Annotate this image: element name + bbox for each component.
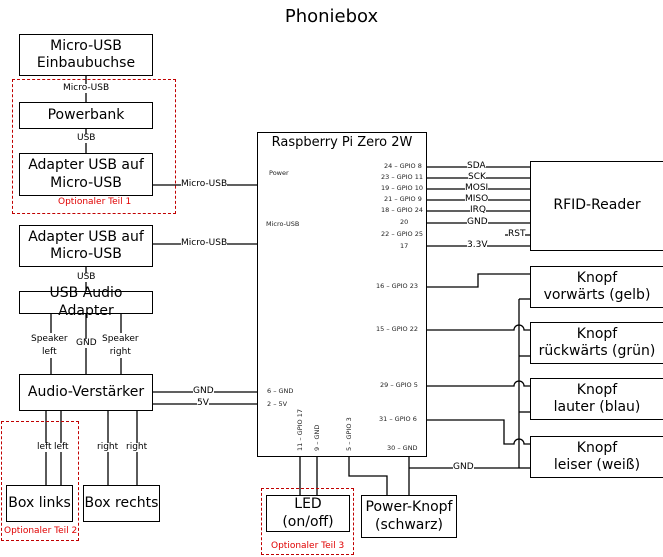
block-label: Adapter USB auf — [28, 228, 144, 245]
pin-31: 31 – GPIO 6 — [379, 415, 417, 423]
block-label: Box links — [8, 494, 71, 511]
wire-label-sda: SDA — [467, 161, 486, 171]
block-label: vorwärts (gelb) — [543, 287, 651, 303]
pin-9: 9 – GND — [313, 424, 321, 451]
pin-16: 16 – GPIO 23 — [376, 282, 418, 290]
label-line: right — [109, 346, 131, 357]
usb-audio-adapter-block: USB Audio Adapter — [19, 285, 153, 319]
block-label: Knopf — [576, 269, 618, 286]
pin-11: 11 – GPIO 17 — [296, 409, 304, 451]
wire-label-micro-usb-a2: Micro-USB — [181, 238, 228, 248]
block-label: rückwärts (grün) — [538, 343, 656, 359]
wire-label-gnd-rfid: GND — [467, 217, 488, 227]
block-label: Micro-USB — [50, 246, 122, 262]
pin-22: 22 – GPIO 25 — [381, 230, 423, 238]
wire-label-micro-usb-top: Micro-USB — [63, 83, 110, 93]
optional-region-2 — [1, 421, 79, 541]
wire-label-gnd-amp: GND — [193, 386, 214, 396]
wire-label-left1: left — [37, 442, 52, 452]
pin-23: 23 – GPIO 11 — [381, 173, 423, 181]
pin-power: Power — [269, 169, 289, 177]
optional-region-3 — [261, 488, 354, 555]
optional-label-1: Optionaler Teil 1 — [58, 197, 132, 207]
wire-label-gnd-buttons: GND — [453, 462, 474, 472]
wire-label-left2: left — [54, 442, 69, 452]
block-label: Einbaubuchse — [36, 55, 136, 71]
block-label: Micro-USB — [50, 174, 122, 191]
block-label: Box rechts — [84, 494, 159, 511]
optional-region-1 — [12, 79, 176, 214]
wire-label-rst: RST — [508, 229, 526, 239]
block-label: leiser (weiß) — [553, 457, 641, 473]
wire-label-gnd-audio: GND — [76, 338, 97, 348]
pin-17: 17 — [400, 242, 409, 250]
wire-label-usb-top: USB — [77, 133, 96, 143]
rfid-reader-block: RFID-Reader — [530, 161, 663, 251]
wire-label-irq: IRQ — [470, 205, 486, 215]
wire-label-miso: MISO — [465, 194, 489, 204]
pin-19: 19 – GPIO 10 — [381, 184, 423, 192]
block-label: USB Audio Adapter — [49, 285, 123, 319]
wire-label-right2: right — [126, 442, 148, 452]
wire-label-speaker-right: Speaker right — [102, 333, 139, 359]
led-block: LED (on/off) — [266, 495, 350, 532]
wire-label-usb-mid: USB — [77, 272, 96, 282]
block-label: Power-Knopf — [365, 499, 453, 515]
block-label: Knopf — [576, 325, 618, 342]
label-line: Speaker — [31, 334, 68, 344]
block-label: Powerbank — [47, 106, 125, 123]
raspberry-pi-block: Raspberry Pi Zero 2W — [257, 132, 427, 457]
wire-label-3v3: 3.3V — [467, 240, 488, 250]
box-links-block: Box links — [6, 485, 73, 522]
optional-label-2: Optionaler Teil 2 — [4, 526, 78, 536]
pin-micro-usb: Micro-USB — [266, 220, 300, 228]
power-button-block: Power-Knopf(schwarz) — [361, 495, 457, 538]
wire-gpio5 — [426, 380, 530, 387]
pin-20: 20 — [400, 218, 409, 226]
box-rechts-block: Box rechts — [83, 485, 160, 522]
pin-18: 18 – GPIO 24 — [381, 206, 423, 214]
pi-title: Raspberry Pi Zero 2W — [271, 135, 413, 150]
block-label: Adapter USB auf — [28, 157, 144, 173]
wire-gpio6 — [426, 419, 530, 445]
wire-gpio22 — [426, 324, 530, 331]
block-label: Knopf — [576, 381, 618, 398]
pin-30: 30 – GND — [387, 444, 418, 452]
block-label: (schwarz) — [375, 516, 443, 533]
block-label: Micro-USB — [50, 37, 122, 54]
powerbank-block: Powerbank — [19, 102, 153, 129]
wire-label-right1: right — [97, 442, 119, 452]
wire-gpio23 — [426, 273, 530, 288]
pin-24: 24 – GPIO 8 — [384, 162, 422, 170]
pin-2: 2 – 5V — [267, 400, 288, 408]
wire-label-speaker-left: Speaker left — [31, 333, 68, 359]
diagram-title: Phoniebox — [284, 6, 379, 27]
optional-label-3: Optionaler Teil 3 — [271, 541, 345, 551]
wire-label-sck: SCK — [468, 172, 486, 182]
pin-6: 6 – GND — [267, 387, 294, 395]
block-label: LED (on/off) — [282, 496, 334, 530]
pin-5: 5 – GPIO 3 — [345, 417, 353, 451]
pin-29: 29 – GPIO 5 — [380, 381, 418, 389]
block-label: Knopf — [576, 439, 618, 456]
block-label: Audio-Verstärker — [27, 383, 145, 400]
wire-label-mosi: MOSI — [465, 183, 489, 193]
wire-label-micro-usb-a1: Micro-USB — [181, 179, 228, 189]
label-line: Speaker — [102, 334, 139, 344]
pin-15: 15 – GPIO 22 — [376, 325, 418, 333]
label-line: left — [42, 346, 57, 357]
audio-amplifier-block: Audio-Verstärker — [19, 374, 153, 411]
wire-label-5v-amp: 5V — [197, 398, 209, 408]
block-label: RFID-Reader — [553, 197, 641, 214]
pin-21: 21 – GPIO 9 — [384, 195, 422, 203]
block-label: lauter (blau) — [553, 399, 641, 415]
